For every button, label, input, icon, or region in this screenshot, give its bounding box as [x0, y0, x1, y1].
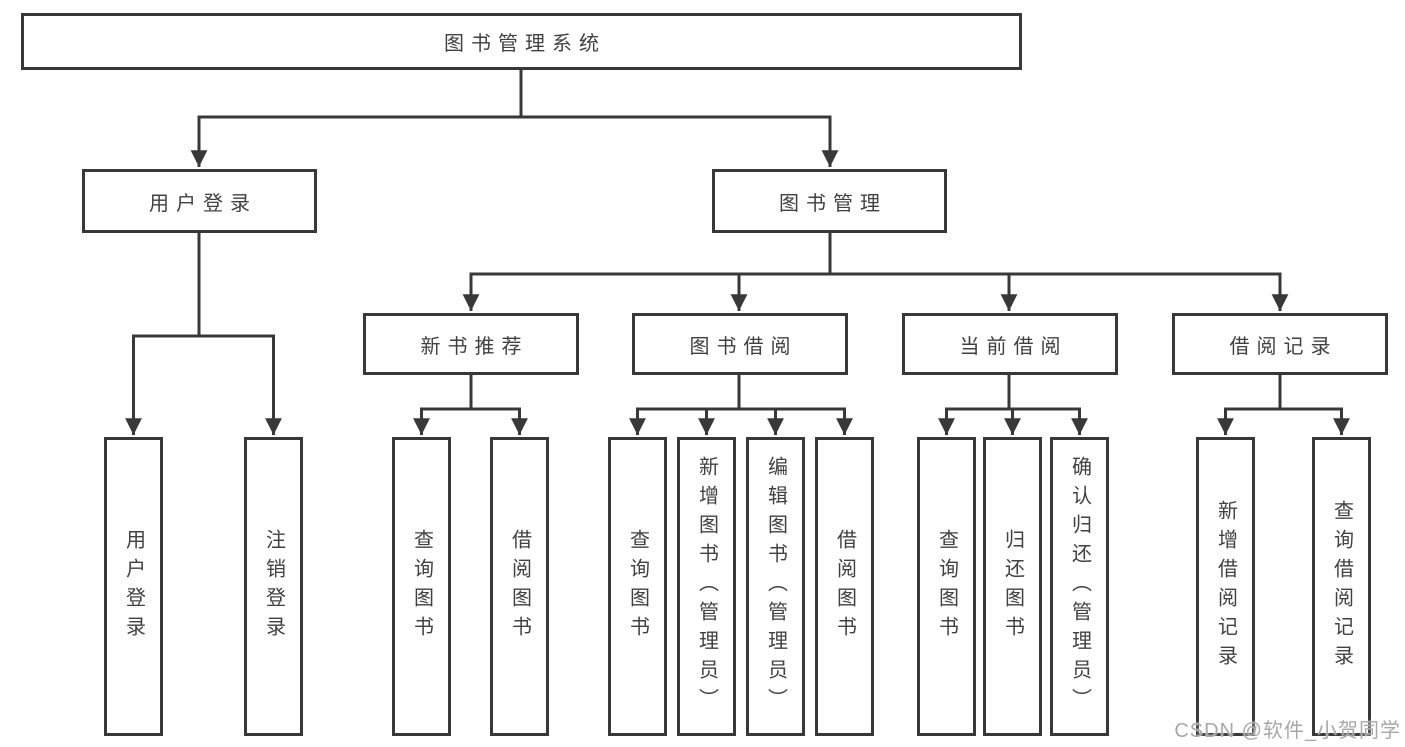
node-user-login: 用户登录: [82, 169, 317, 233]
leaf-user-login: 用户登录: [104, 437, 163, 736]
leaf-add-books-admin: 新增图书（管理员）: [677, 437, 736, 736]
leaf-query-borrow-record: 查询借阅记录: [1312, 437, 1371, 736]
node-root-system: 图书管理系统: [21, 13, 1022, 70]
leaf-edit-books-admin: 编辑图书（管理员）: [746, 437, 805, 736]
leaf-borrow-books-recommend: 借阅图书: [490, 437, 549, 736]
leaf-add-borrow-record: 新增借阅记录: [1196, 437, 1255, 736]
node-book-borrowing: 图书借阅: [632, 313, 848, 375]
leaf-return-books: 归还图书: [983, 437, 1042, 736]
leaf-query-books-current: 查询图书: [917, 437, 976, 736]
csdn-watermark: CSDN @软件_小贺同学: [1174, 720, 1401, 742]
leaf-borrow-books-borrowing: 借阅图书: [815, 437, 874, 736]
leaf-query-books-recommend: 查询图书: [392, 437, 451, 736]
node-book-management: 图书管理: [712, 169, 947, 233]
node-current-borrowing: 当前借阅: [902, 313, 1118, 375]
leaf-confirm-return-admin: 确认归还（管理员）: [1050, 437, 1109, 736]
node-new-book-recommend: 新书推荐: [363, 313, 579, 375]
leaf-logout: 注销登录: [244, 437, 303, 736]
leaf-query-books-borrowing: 查询图书: [608, 437, 667, 736]
node-borrowing-records: 借阅记录: [1172, 313, 1388, 375]
